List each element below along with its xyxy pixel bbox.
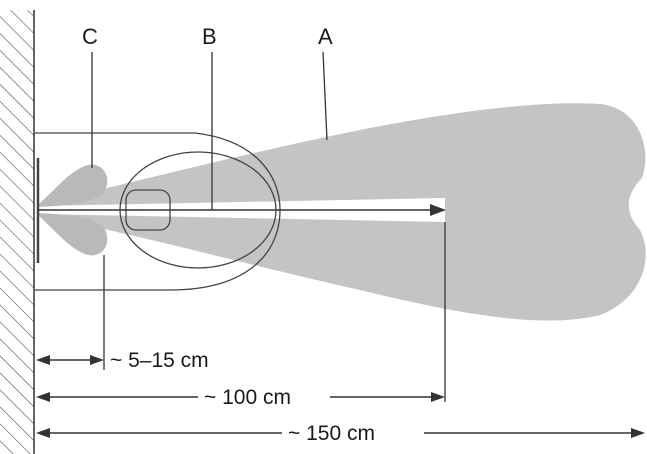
dimension-near-arrow xyxy=(36,355,104,365)
wall xyxy=(0,10,35,454)
dimension-near-label: ~ 5–15 cm xyxy=(110,349,209,372)
zone-c-lower-lobe xyxy=(38,213,108,256)
dimension-far-arrow xyxy=(36,428,645,438)
b-centerline-arrow xyxy=(38,204,446,216)
label-b: B xyxy=(202,24,217,49)
label-a-leader xyxy=(322,51,328,141)
zone-c-upper-lobe xyxy=(38,164,108,207)
label-a: A xyxy=(318,24,333,49)
dimension-mid-arrow xyxy=(36,392,445,402)
label-c: C xyxy=(82,24,98,49)
dimension-far-label: ~ 150 cm xyxy=(288,422,375,445)
dimension-mid-label: ~ 100 cm xyxy=(204,386,291,409)
